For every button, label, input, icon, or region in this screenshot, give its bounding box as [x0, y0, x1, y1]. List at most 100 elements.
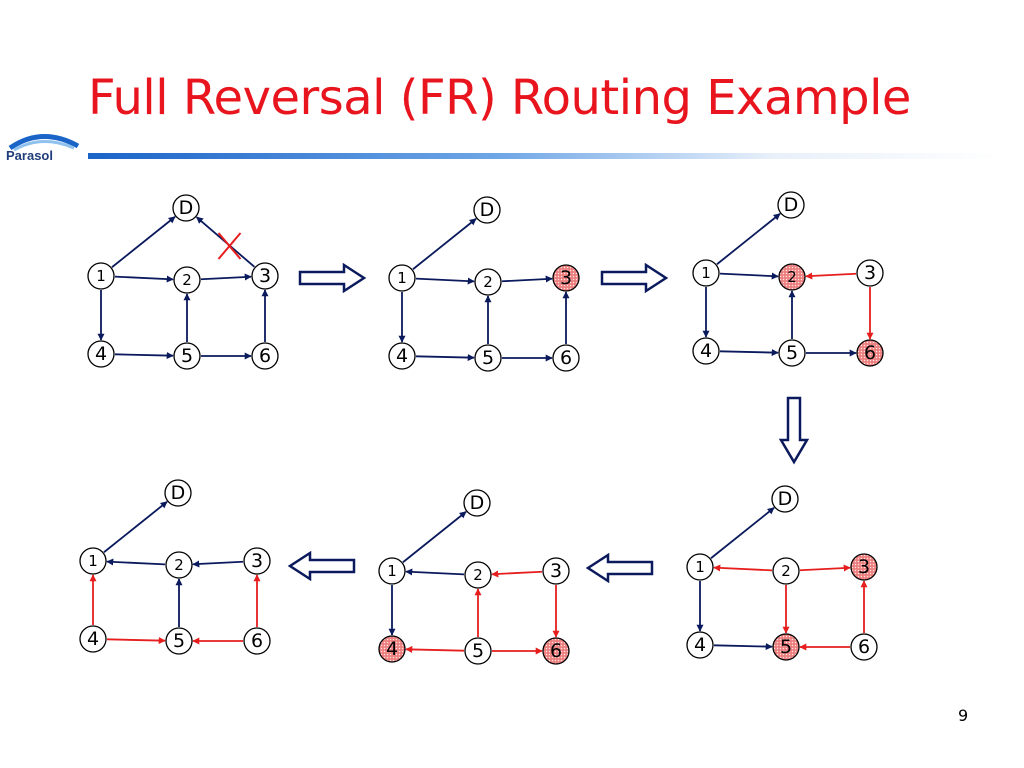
node-label: 3	[251, 550, 263, 572]
node-5: 5	[474, 344, 502, 372]
node-D: D	[771, 485, 799, 513]
step-arrow-down-icon	[778, 396, 810, 465]
node-label: 1	[96, 267, 106, 285]
node-label: 1	[695, 558, 705, 576]
node-label: D	[171, 482, 186, 504]
node-label: 2	[174, 556, 184, 574]
node-6: 6	[856, 339, 884, 367]
edge-1-to-2	[719, 272, 779, 280]
node-label: 2	[781, 562, 791, 580]
node-5: 5	[464, 637, 492, 665]
step-arrow-left-icon	[287, 550, 356, 582]
node-label: 2	[483, 273, 493, 291]
page-number: 9	[958, 706, 969, 725]
diagram-panel-step-2: D 1 2 3 4 5 6	[388, 196, 580, 372]
node-3: 3	[251, 262, 279, 290]
edge-1-to-D	[716, 213, 781, 265]
node-label: 3	[858, 556, 870, 578]
edge-2-to-1	[405, 568, 465, 576]
node-3: 3	[552, 264, 580, 292]
node-label: 6	[858, 636, 870, 658]
step-arrow-right-icon	[600, 262, 669, 294]
node-3: 3	[856, 259, 884, 287]
edge-3-to-2	[805, 272, 857, 280]
node-1: 1	[692, 259, 720, 287]
node-label: 5	[780, 636, 792, 658]
node-label: 4	[87, 628, 99, 650]
broken-link-x-icon	[217, 232, 242, 260]
edge-1-to-2	[415, 277, 475, 285]
edge-1-to-D	[412, 218, 477, 270]
edge-3-to-2	[491, 570, 543, 578]
node-D: D	[473, 196, 501, 224]
node-4: 4	[692, 337, 720, 365]
node-label: 2	[787, 268, 797, 286]
node-2: 2	[474, 268, 502, 296]
edge-1-to-D	[103, 501, 168, 553]
node-4: 4	[378, 635, 406, 663]
node-1: 1	[686, 553, 714, 581]
node-D: D	[777, 191, 805, 219]
slide-title: Full Reversal (FR) Routing Example	[88, 70, 911, 126]
node-6: 6	[552, 344, 580, 372]
diagram-panel-step-3: D 1 2 3 4 5 6	[692, 191, 884, 367]
node-label: 6	[864, 342, 876, 364]
node-5: 5	[165, 627, 193, 655]
node-D: D	[172, 194, 200, 222]
edge-2-to-3	[200, 273, 252, 281]
edge-4-to-5	[719, 349, 779, 357]
node-label: 6	[550, 640, 562, 662]
node-label: D	[480, 199, 495, 221]
logo-text: Parasol	[6, 148, 53, 163]
node-3: 3	[542, 557, 570, 585]
node-label: 1	[387, 562, 397, 580]
node-3: 3	[850, 553, 878, 581]
node-2: 2	[165, 551, 193, 579]
node-4: 4	[388, 342, 416, 370]
node-1: 1	[79, 547, 107, 575]
edge-3-to-2	[192, 560, 244, 568]
node-label: 6	[259, 345, 271, 367]
node-label: 1	[397, 269, 407, 287]
node-2: 2	[464, 561, 492, 589]
edge-2-to-3	[799, 564, 851, 572]
node-6: 6	[542, 637, 570, 665]
node-label: 5	[786, 342, 798, 364]
node-6: 6	[251, 342, 279, 370]
edge-5-to-4	[405, 645, 465, 653]
node-label: 4	[694, 634, 706, 656]
edge-1-to-D	[710, 507, 775, 559]
node-label: 1	[88, 552, 98, 570]
node-label: 5	[482, 347, 494, 369]
node-D: D	[164, 479, 192, 507]
node-label: 4	[396, 345, 408, 367]
edge-2-to-1	[713, 564, 773, 572]
node-6: 6	[850, 633, 878, 661]
node-2: 2	[772, 557, 800, 585]
edge-2-to-1	[106, 558, 166, 566]
node-label: D	[179, 197, 194, 219]
node-2: 2	[173, 266, 201, 294]
diagram-panel-step-4: D 1 2 3 4 5 6	[686, 485, 878, 661]
edge-4-to-5	[713, 643, 773, 651]
node-5: 5	[772, 633, 800, 661]
node-label: 4	[386, 638, 398, 660]
diagram-panel-step-5: D 1 2 3 4 5 6	[378, 489, 570, 665]
edge-4-to-5	[114, 352, 174, 360]
edge-1-to-2	[114, 275, 174, 283]
edge-1-to-D	[402, 511, 467, 563]
node-label: 3	[560, 267, 572, 289]
node-label: 2	[182, 271, 192, 289]
node-3: 3	[243, 547, 271, 575]
node-1: 1	[388, 264, 416, 292]
node-label: 1	[701, 264, 711, 282]
title-underline	[88, 153, 1000, 159]
node-4: 4	[686, 631, 714, 659]
node-label: D	[784, 194, 799, 216]
node-label: 5	[173, 630, 185, 652]
node-label: 6	[560, 347, 572, 369]
node-label: D	[470, 492, 485, 514]
node-label: 4	[95, 343, 107, 365]
